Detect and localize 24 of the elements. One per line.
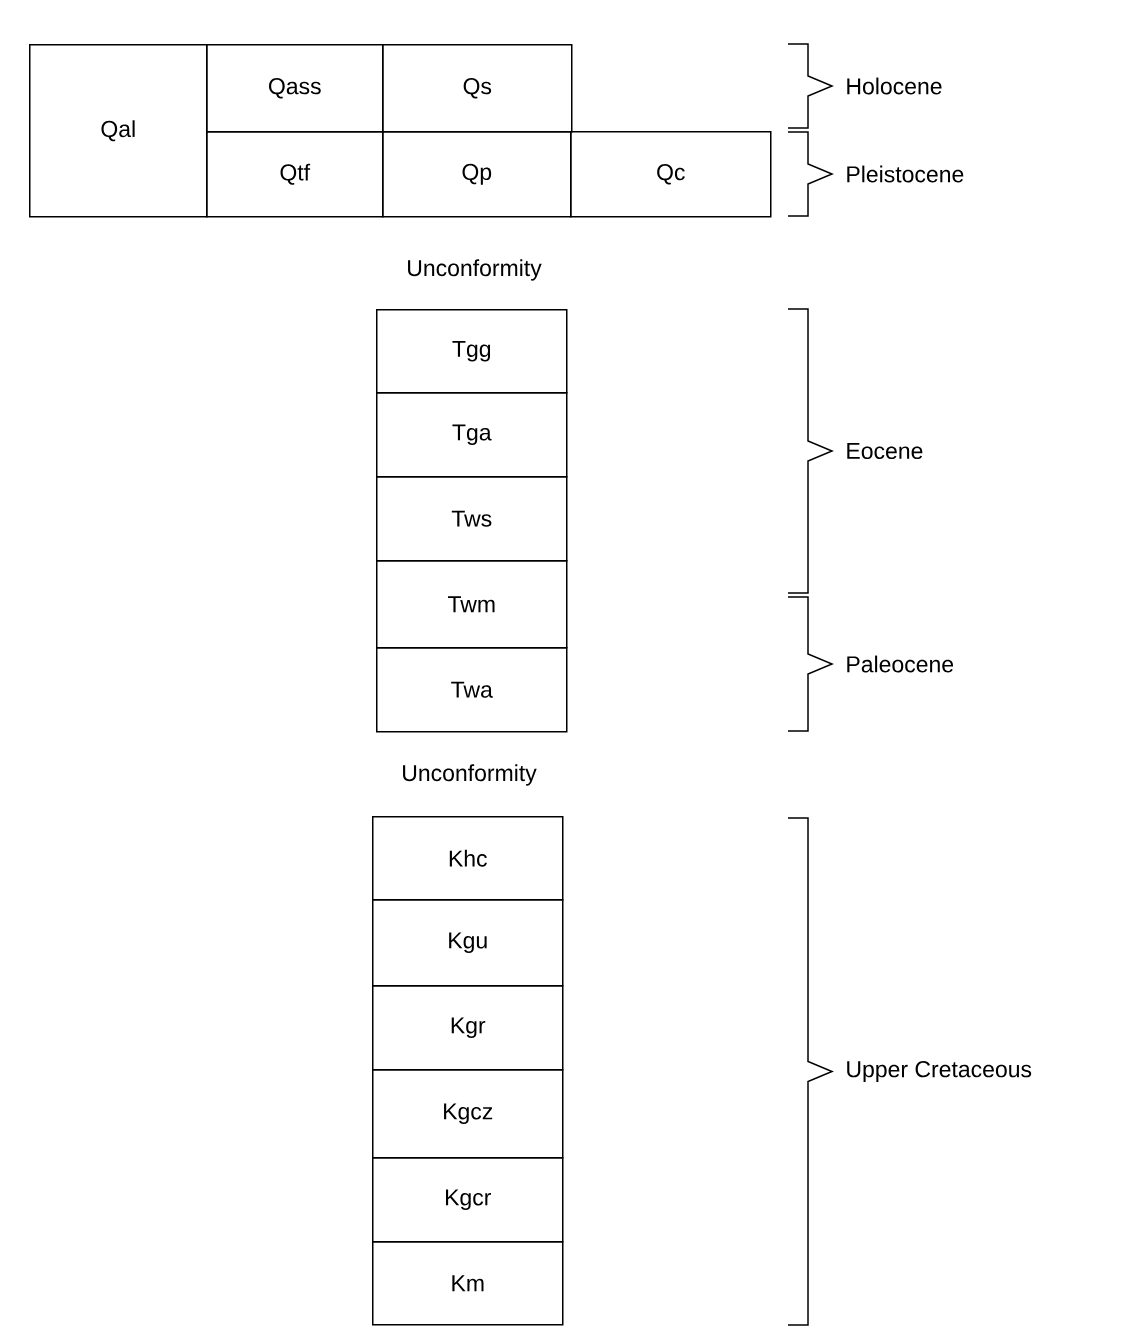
unit-box: Qtf xyxy=(206,131,384,218)
unit-box: Tgg xyxy=(376,309,568,394)
unit-box: Twm xyxy=(376,560,568,649)
unit-box: Tws xyxy=(376,476,568,562)
unit-box: Qc xyxy=(570,131,772,218)
unit-box: Qal xyxy=(29,44,208,218)
epoch-label: Upper Cretaceous xyxy=(847,1061,1032,1082)
unit-box: Twa xyxy=(376,647,568,733)
epoch-label: Eocene xyxy=(847,443,923,460)
unit-box: Khc xyxy=(372,816,564,901)
epoch-label: Paleocene xyxy=(847,655,954,673)
unit-box: Qp xyxy=(382,131,572,218)
unit-box: Kgcr xyxy=(372,1157,564,1243)
unit-box: Km xyxy=(372,1241,564,1326)
unit-box: Tga xyxy=(376,392,568,478)
unit-box: Qass xyxy=(206,44,384,133)
epoch-label: Pleistocene xyxy=(847,165,964,183)
unit-box: Kgu xyxy=(372,899,564,987)
unit-box: Kgcz xyxy=(372,1069,564,1159)
unconformity-label: Unconformity xyxy=(408,259,542,281)
epoch-label: Holocene xyxy=(847,77,942,95)
unconformity-label: Unconformity xyxy=(403,764,537,786)
unit-box: Kgr xyxy=(372,985,564,1071)
unit-box: Qs xyxy=(382,44,573,133)
